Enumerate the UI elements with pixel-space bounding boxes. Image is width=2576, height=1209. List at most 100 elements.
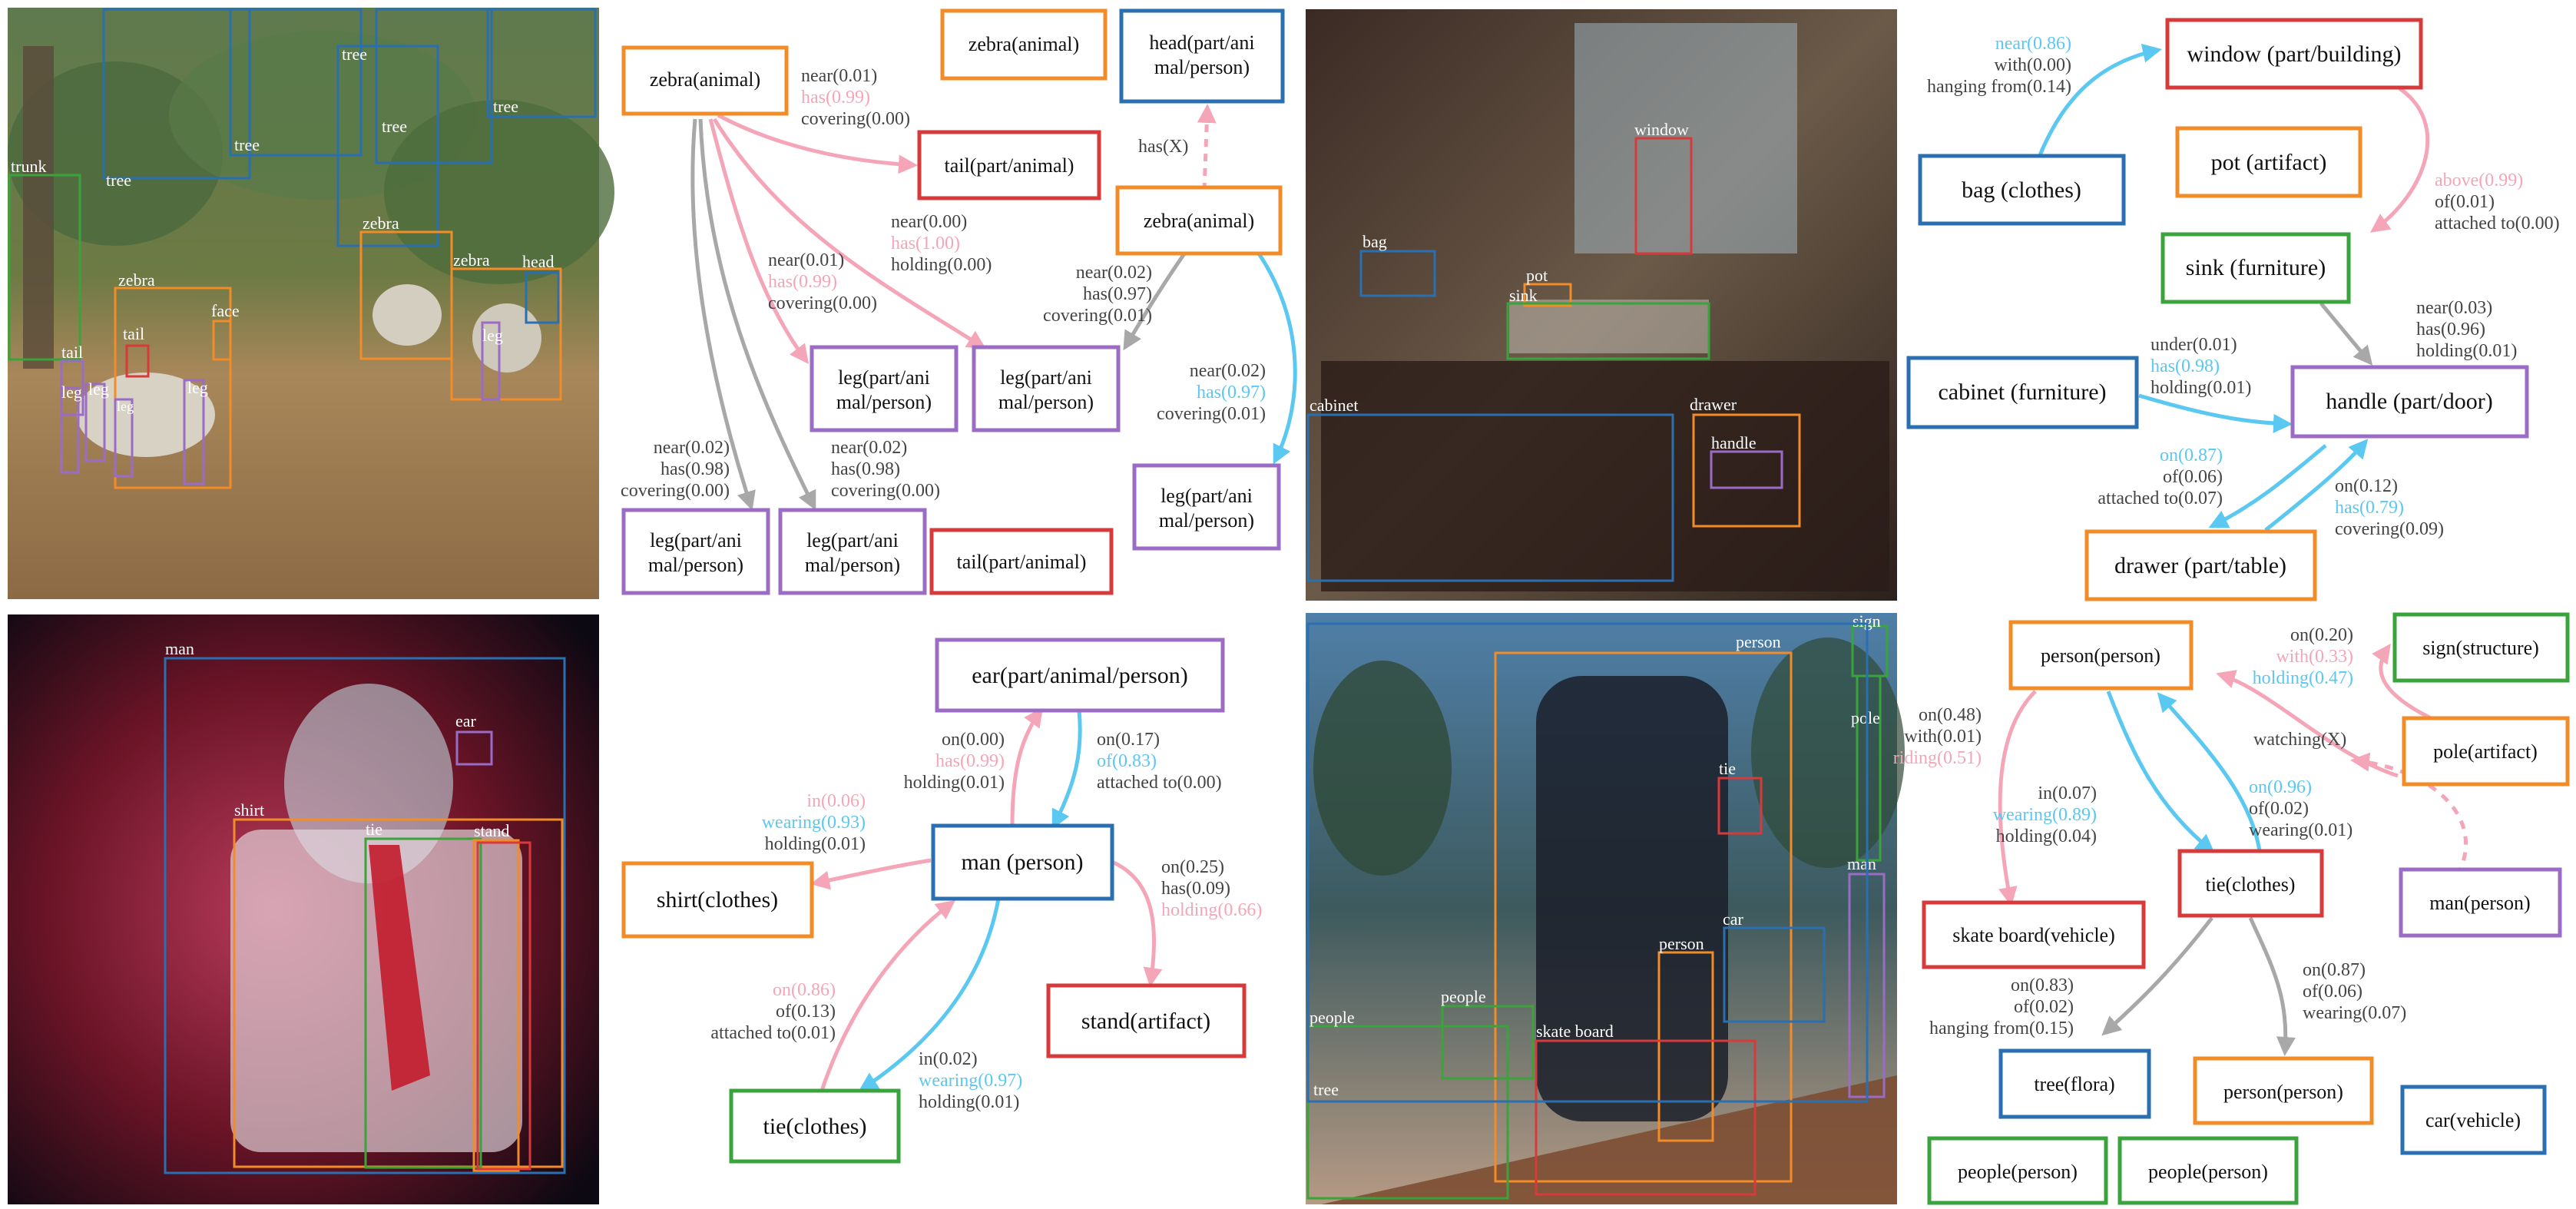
node-box <box>931 823 1114 901</box>
edge-label-line: near(0.02) <box>1190 361 1266 381</box>
node-box <box>1998 1048 2151 1119</box>
box-label: car <box>1723 909 1744 929</box>
node-label: tree(flora) <box>2034 1073 2114 1095</box>
box-sink <box>1506 302 1710 360</box>
box-label: zebra <box>118 270 155 290</box>
edge-label-line: has(0.99) <box>768 272 837 292</box>
node-label: car(vehicle) <box>2425 1109 2521 1131</box>
edge <box>712 118 987 349</box>
node-box <box>1115 185 1283 256</box>
edge-label: near(0.02)has(0.98)covering(0.00) <box>621 438 730 501</box>
edge-label: near(0.02)has(0.97)covering(0.01) <box>1157 361 1266 424</box>
node-box <box>1132 463 1281 551</box>
node-label: shirt(clothes) <box>657 887 778 913</box>
node-box <box>621 45 789 116</box>
box-label: tail <box>123 324 144 343</box>
edge <box>1010 707 1043 826</box>
box-label: zebra <box>363 214 399 233</box>
box-tie <box>1717 777 1763 835</box>
edge-label: near(0.00)has(1.00)holding(0.00) <box>891 212 992 275</box>
node-box <box>2402 716 2570 787</box>
box-label: people <box>1310 1008 1355 1027</box>
box-window <box>1634 137 1693 255</box>
edge-label-line: on(0.87) <box>2303 960 2366 980</box>
box-label: tree <box>342 45 367 64</box>
edge <box>2157 692 2262 852</box>
edge <box>858 898 1001 1091</box>
box-label: tree <box>493 97 518 116</box>
node-label-line: leg(part/ani <box>1000 366 1092 389</box>
edge-label-line: covering(0.00) <box>621 481 730 501</box>
edge <box>2248 916 2296 1056</box>
edge-label-line: holding(0.01) <box>2416 341 2517 361</box>
box-label: leg <box>187 378 208 397</box>
node-label: drawer (part/table) <box>2114 553 2286 578</box>
panel-kitchen: window bag pot sink cabinet drawer handl… <box>1306 9 2560 601</box>
edge-label-line: in(0.02) <box>919 1049 978 1069</box>
node-box <box>1918 154 2126 226</box>
edge-label-line: wearing(0.07) <box>2303 1003 2406 1023</box>
box-tree <box>486 8 597 118</box>
box-label: tree <box>1313 1080 1339 1099</box>
node-label: handle (part/door) <box>2326 389 2492 414</box>
edge <box>2319 302 2373 366</box>
box-label: stand <box>474 821 509 840</box>
box-label: cabinet <box>1310 396 1359 415</box>
box-leg <box>183 379 205 485</box>
box-stand <box>472 839 520 1172</box>
node-label-line: mal/person) <box>998 391 1094 413</box>
box-zebra <box>114 287 232 489</box>
edge-label: watching(X) <box>2253 730 2346 750</box>
box-label: face <box>211 301 240 320</box>
node-box <box>2160 232 2351 304</box>
edge-label-line: attached to(0.00) <box>2435 214 2560 234</box>
box-people <box>1441 1005 1535 1080</box>
edge <box>1051 710 1082 830</box>
box-leg <box>84 383 106 462</box>
edge-label: on(0.17)of(0.83)attached to(0.00) <box>1097 730 1222 793</box>
edge-label-line: covering(0.00) <box>801 109 910 129</box>
edge-label-line: holding(0.01) <box>2151 378 2251 398</box>
box-label: drawer <box>1690 395 1737 414</box>
edge-label-line: has(0.79) <box>2335 498 2404 518</box>
zebra-edges <box>690 104 1297 511</box>
box-label: head <box>522 252 555 271</box>
edge-label-line: near(0.03) <box>2416 298 2492 318</box>
node-label: person(person) <box>2223 1081 2343 1103</box>
node-label: zebra(animal) <box>650 68 760 91</box>
box-label: man <box>1847 854 1876 873</box>
kitchen-edges <box>2038 43 2430 532</box>
panel-singer: man ear shirt tie stand on(0.00)has(0.99… <box>8 614 1262 1204</box>
box-label: handle <box>1711 433 1757 452</box>
edge-label-line: holding(0.00) <box>891 255 992 275</box>
edge-label: on(0.96)of(0.02)wearing(0.01) <box>2249 777 2353 840</box>
edge-label: on(0.12)has(0.79)covering(0.09) <box>2335 476 2444 539</box>
box-man <box>164 657 566 1174</box>
singer-detection-boxes: man ear shirt tie stand <box>164 639 566 1174</box>
edge-label-line: has(0.99) <box>801 88 870 108</box>
edge-label-line: on(0.20) <box>2290 625 2353 645</box>
skater-detection-boxes: person sign pole tie man car person peop… <box>1306 611 1889 1200</box>
edge-label: under(0.01)has(0.98)holding(0.01) <box>2151 335 2251 398</box>
box-label: man <box>165 639 194 658</box>
box-label: leg <box>88 379 109 399</box>
edge-label: near(0.86)with(0.00)hanging from(0.14) <box>1927 34 2071 97</box>
zebra-photo <box>8 8 614 599</box>
node-box <box>1922 900 2146 969</box>
node-box <box>621 861 814 939</box>
edge-label-line: of(0.06) <box>2163 467 2223 487</box>
node-label-line: mal/person) <box>836 391 932 413</box>
box-label: pot <box>1526 266 1548 285</box>
box-label: tie <box>366 820 382 839</box>
node-label: window (part/building) <box>2187 41 2401 67</box>
node-label: skate board(vehicle) <box>1952 924 2115 946</box>
node-box <box>1119 8 1285 104</box>
edge-label-line: has(0.09) <box>1161 879 1230 899</box>
node-box <box>810 345 959 432</box>
box-label: zebra <box>453 250 490 270</box>
edge-label: on(0.00)has(0.99)holding(0.01) <box>904 730 1005 793</box>
